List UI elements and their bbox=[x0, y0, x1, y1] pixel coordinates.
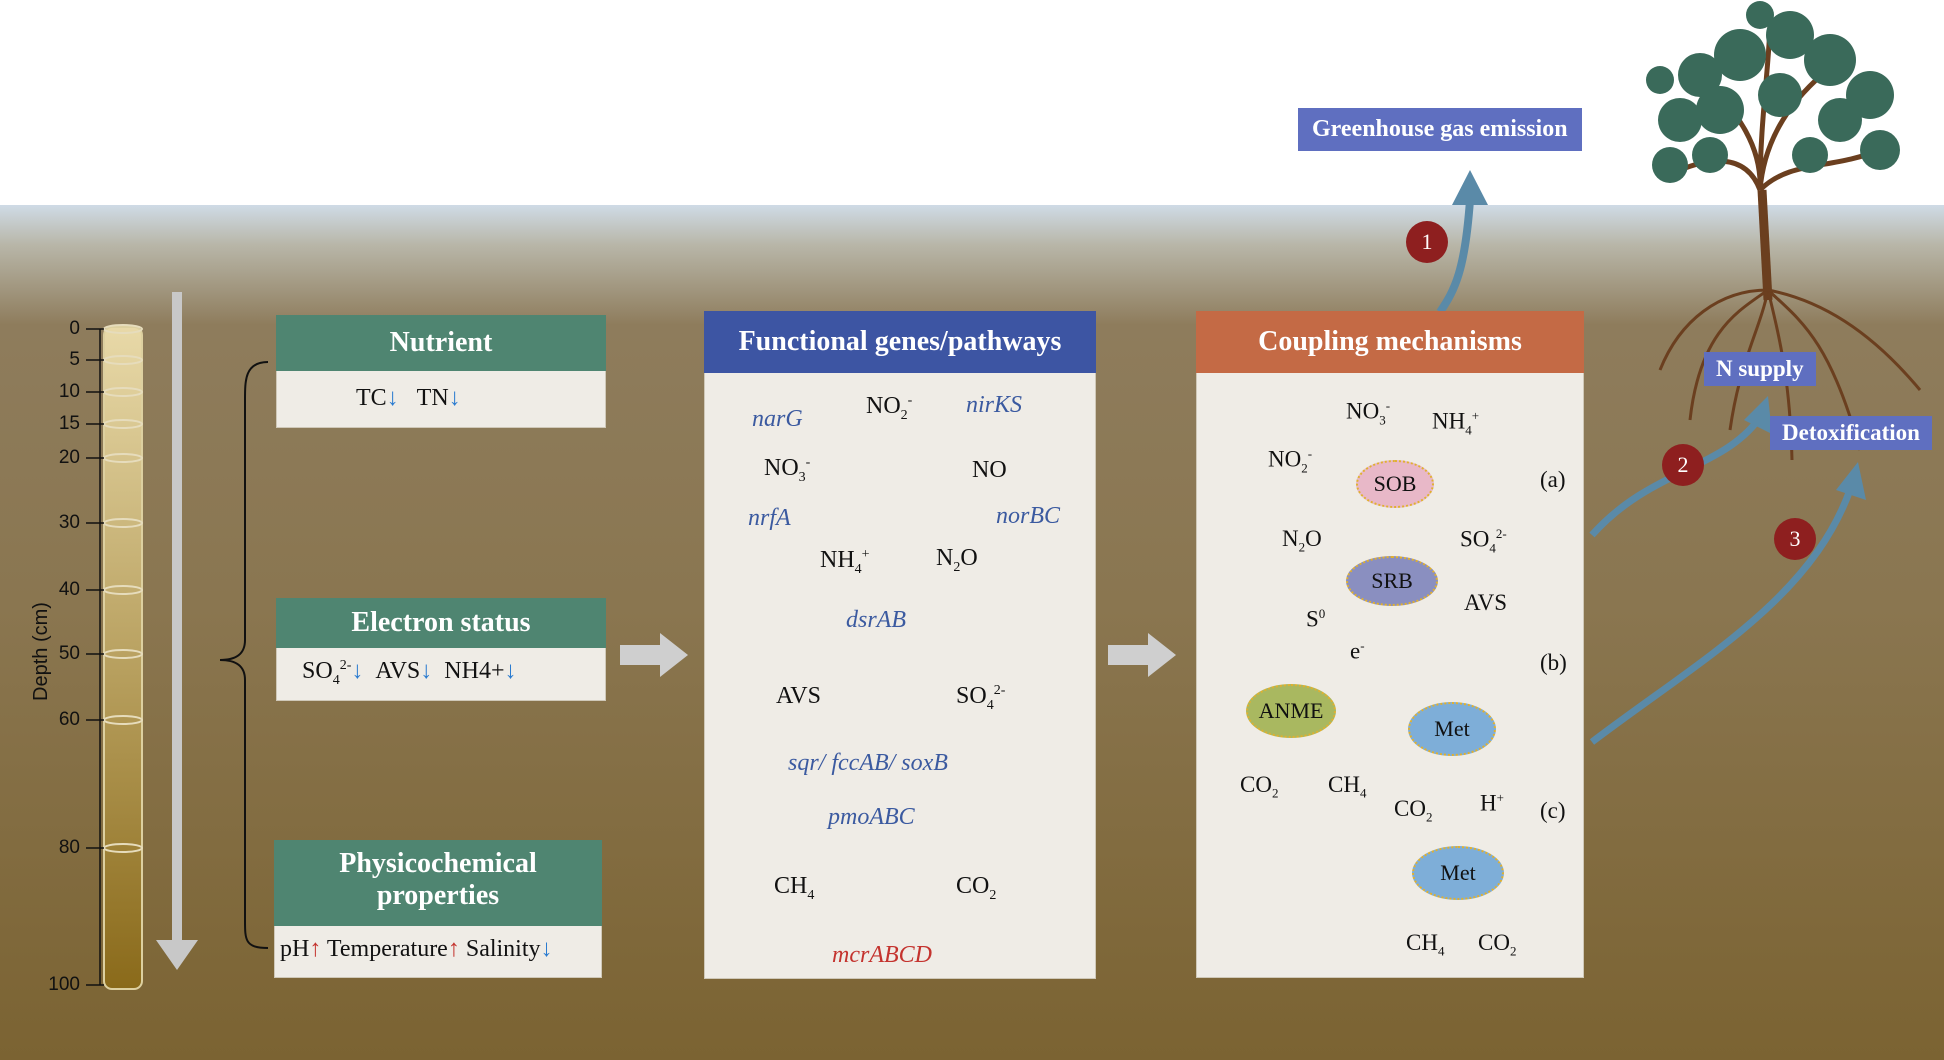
electron-items: SO42-↓ AVS↓ NH4+↓ bbox=[302, 658, 517, 688]
depth-tick: 60 bbox=[58, 709, 80, 730]
depth-tick: 5 bbox=[69, 349, 80, 370]
detox-label: Detoxification bbox=[1770, 416, 1932, 450]
anme-cell: ANME bbox=[1246, 684, 1336, 738]
tree-illustration bbox=[1646, 1, 1922, 461]
met-cell-2: Met bbox=[1412, 846, 1504, 900]
coupling-panel bbox=[1196, 311, 1584, 978]
tc-label: TC bbox=[356, 385, 387, 411]
greenhouse-label: Greenhouse gas emission bbox=[1298, 108, 1582, 151]
depth-tick: 0 bbox=[69, 318, 80, 339]
depth-tick: 40 bbox=[58, 579, 80, 600]
coupling-title: Coupling mechanisms bbox=[1196, 311, 1584, 373]
tn-label: TN bbox=[416, 385, 449, 411]
sob-cell: SOB bbox=[1356, 460, 1434, 508]
physico-items: pH↑ Temperature↑ Salinity↓ bbox=[280, 936, 553, 962]
marker-1: 1 bbox=[1406, 221, 1448, 263]
depth-tick: 20 bbox=[58, 447, 80, 468]
depth-tick: 10 bbox=[58, 381, 80, 402]
met-cell-1: Met bbox=[1408, 702, 1496, 756]
depth-tick: 15 bbox=[58, 413, 80, 434]
marker-3: 3 bbox=[1774, 518, 1816, 560]
depth-tick: 100 bbox=[48, 974, 80, 995]
depth-tick: 30 bbox=[58, 512, 80, 533]
marker-2: 2 bbox=[1662, 444, 1704, 486]
nutrient-items: TC↓ TN↓ bbox=[356, 385, 461, 411]
genes-title: Functional genes/pathways bbox=[704, 311, 1096, 373]
electron-title: Electron status bbox=[276, 598, 606, 648]
n-supply-label: N supply bbox=[1704, 352, 1816, 386]
nutrient-title: Nutrient bbox=[276, 315, 606, 371]
genes-panel bbox=[704, 311, 1096, 979]
srb-cell: SRB bbox=[1346, 556, 1438, 606]
sky-background bbox=[0, 0, 1944, 205]
depth-tick: 50 bbox=[58, 643, 80, 664]
depth-tick: 80 bbox=[58, 837, 80, 858]
